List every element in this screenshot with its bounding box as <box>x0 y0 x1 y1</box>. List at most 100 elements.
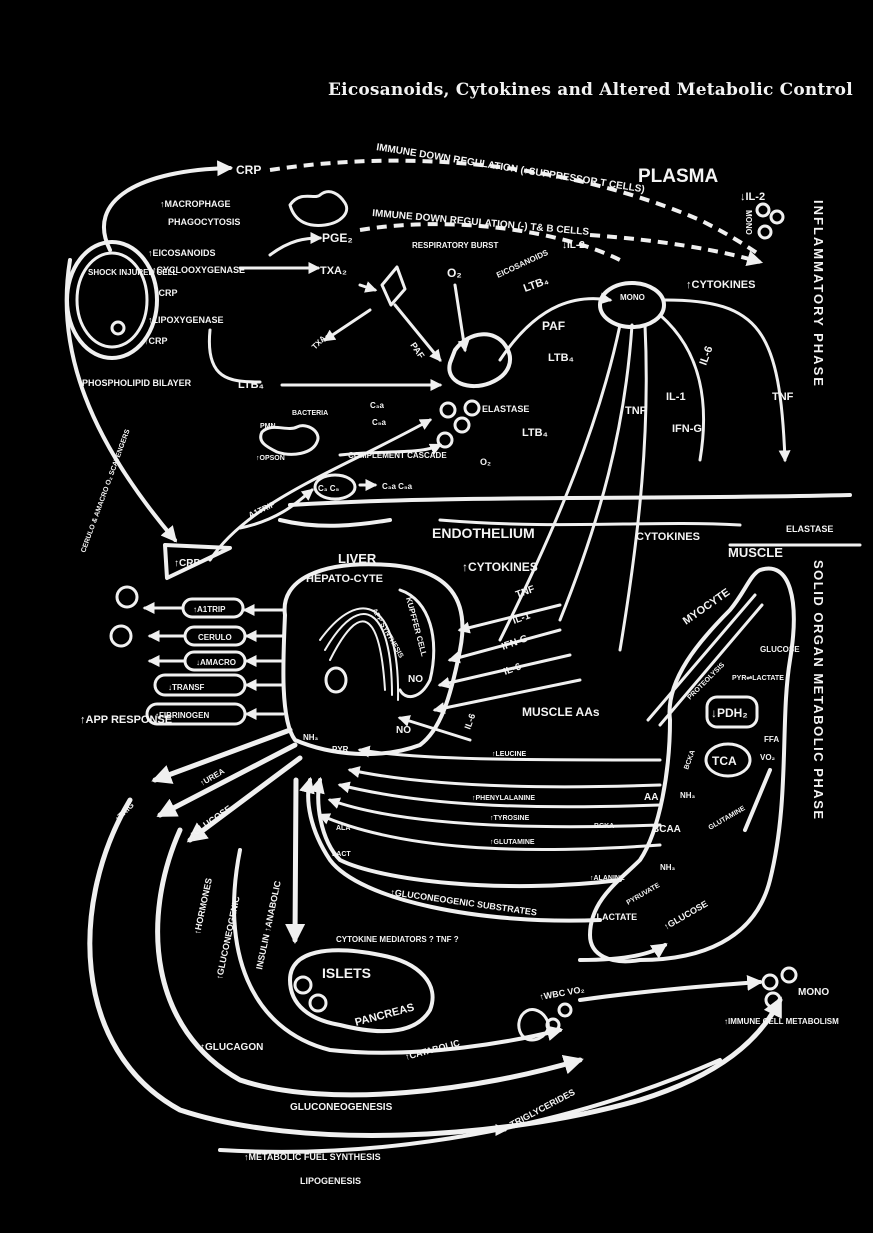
label-il1-a: IL-1 <box>666 391 686 403</box>
label-hepatocyte: HEPATO-CYTE <box>306 573 383 585</box>
label-ffa: FFA <box>764 735 779 744</box>
label-pyruvate: PYRUVATE <box>626 882 662 907</box>
label-crp-up1: ↑CRP <box>154 288 178 298</box>
label-muscle-aas: MUSCLE AAs <box>522 705 600 719</box>
label-cytokines-c: ↑CYTOKINES <box>462 560 538 574</box>
label-o2: O₂ <box>447 266 462 280</box>
label-ltb4-c: LTB₄ <box>548 352 574 364</box>
label-fibrinogen: ↑FIBRINOGEN <box>155 711 209 720</box>
label-opsonin: ↑OPSON <box>256 455 285 462</box>
label-pge2: PGE₂ <box>322 231 353 245</box>
label-bcka-b: BCKA <box>594 823 614 830</box>
page-title: Eicosanoids, Cytokines and Altered Metab… <box>328 80 853 100</box>
label-c3a: C₃a <box>370 401 384 410</box>
label-trig: ↑TRIG <box>113 801 136 824</box>
label-lipoxygenase: ↑LIPOXYGENASE <box>148 315 224 325</box>
label-cytokine-mediators: CYTOKINE MEDIATORS ? TNF ? <box>336 935 459 944</box>
label-mono-box: MONO <box>620 293 645 302</box>
label-mono-plasma: MONO <box>744 210 753 235</box>
label-no-a: NO <box>408 674 423 685</box>
label-insulin: INSULIN ↑ANABOLIC <box>254 879 283 970</box>
label-glutamine: ↑GLUTAMINE <box>490 839 535 846</box>
label-il6-c: IL-6 <box>502 661 523 678</box>
label-no-b: NO <box>396 725 411 736</box>
label-respiratory: RESPIRATORY BURST <box>412 241 498 250</box>
label-elastase: ELASTASE <box>482 404 529 414</box>
label-ltb4-d: LTB₄ <box>522 427 548 439</box>
label-pyr-lactate: PYR⇌LACTATE <box>732 674 784 682</box>
label-il6-d: IL-6 <box>462 712 477 730</box>
label-eicosanoids: ↑EICOSANOIDS <box>148 248 216 258</box>
label-transf: ↓TRANSF <box>168 683 205 692</box>
label-immune-cell: ↑IMMUNE CELL METABOLISM <box>724 1017 839 1026</box>
label-lactate: ↑LACTATE <box>592 912 637 922</box>
label-a1trip-b: ↑A1TRIP <box>193 605 226 614</box>
label-amacro: ↓AMACRO <box>196 658 236 667</box>
label-c3a-c5a: C₃a C₅a <box>382 482 413 491</box>
label-endothelium: ENDOTHELIUM <box>432 525 535 541</box>
label-tyrosine: ↑TYROSINE <box>490 815 530 822</box>
diagram-lines <box>64 158 862 1154</box>
label-ifng-a: IFN-G <box>672 423 702 435</box>
label-tnf-a: TNF <box>625 405 647 417</box>
label-c3c5: C₃ C₅ <box>318 484 339 493</box>
label-paf: PAF <box>408 340 426 360</box>
label-inflammatory-phase: INFLAMMATORY PHASE <box>811 200 826 388</box>
label-bcka: BCKA <box>683 749 696 770</box>
label-solid-organ-phase: SOLID ORGAN METABOLIC PHASE <box>811 560 826 821</box>
label-leucine: ↑LEUCINE <box>492 751 527 758</box>
label-crp-top: CRP <box>236 163 261 177</box>
label-phospholipid: PHOSPHOLIPID BILAYER <box>82 378 192 388</box>
label-tca: TCA <box>712 754 737 768</box>
label-glucagon: ↑GLUCAGON <box>200 1042 263 1053</box>
label-ltb4: LTB₄ <box>238 379 264 391</box>
label-lact: LACT <box>332 851 351 858</box>
label-pancreas: PANCREAS <box>354 1002 416 1029</box>
label-macrophage: ↑MACROPHAGE <box>160 199 231 209</box>
label-mono-b: MONO <box>798 987 829 998</box>
label-il6-a: IL-6 <box>698 345 716 367</box>
label-glucose-l: ↑GLUCOSE <box>187 803 233 839</box>
label-nh3-l: NH₃ <box>303 733 319 742</box>
label-pdh: ↓PDH₂ <box>711 706 748 720</box>
label-ala: ALA <box>336 825 350 832</box>
label-cyclooxygenase: ↑CYCLOOXYGENASE <box>152 265 245 275</box>
label-metabolic-fuel: ↑METABOLIC FUEL SYNTHESIS <box>244 1152 381 1162</box>
label-hormones: ↑HORMONES <box>192 877 214 935</box>
label-complement: COMPLEMENT CASCADE <box>348 451 447 460</box>
label-bcaa: BCAA <box>652 824 681 835</box>
label-scavengers: CERULO & AMACRO O₂ SCAVENGERS <box>80 428 131 553</box>
label-o2-b: O₂ <box>480 457 491 467</box>
label-glucose-b: ↑GLUCOSE <box>662 899 709 932</box>
label-aa: AA <box>644 792 658 803</box>
label-bacteria: BACTERIA <box>292 410 328 417</box>
label-glucose-m: GLUCOSE <box>760 645 800 654</box>
label-immune-down-1: IMMUNE DOWN REGULATION (↑SUPPRESSOR T CE… <box>376 142 646 195</box>
label-phenylalanine: ↑PHENYLALANINE <box>472 795 535 802</box>
label-elastase-b: ELASTASE <box>786 524 833 534</box>
label-cytokines-up: ↑CYTOKINES <box>686 279 755 291</box>
label-triglycerides: ↑TRIGLYCERIDES <box>504 1087 576 1132</box>
label-muscle: MUSCLE <box>728 545 783 560</box>
label-kupffer: KUPFFER CELL <box>404 596 428 657</box>
label-il2-plasma: ↓IL-2 <box>740 191 765 203</box>
label-pmn: PMN <box>260 423 276 430</box>
label-tnf-b: TNF <box>772 391 794 403</box>
label-liver: LIVER <box>338 551 377 566</box>
label-txa2-b: TXA₂ <box>310 331 331 352</box>
label-cerulo: CERULO <box>198 633 232 642</box>
label-vo2: VO₂ <box>760 753 776 762</box>
label-nh3-b: NH₃ <box>660 863 676 872</box>
label-c5a: C₅a <box>372 418 386 427</box>
diagram-labels: PLASMA INFLAMMATORY PHASE SOLID ORGAN ME… <box>80 142 839 1186</box>
label-myocyte: MYOCYTE <box>681 586 732 627</box>
label-txa2: TXA₂ <box>320 265 347 277</box>
label-il2-b: ↓IL-2 <box>562 240 585 251</box>
label-ltb4-b: LTB₄ <box>522 275 550 295</box>
label-shock-cell: SHOCK INJURED CELL <box>88 268 177 277</box>
label-islets: ISLETS <box>322 965 371 981</box>
label-crp-up2: ↑CRP <box>144 336 168 346</box>
label-nh3: NH₃ <box>680 791 696 800</box>
label-lipogenesis: LIPOGENESIS <box>300 1176 361 1186</box>
